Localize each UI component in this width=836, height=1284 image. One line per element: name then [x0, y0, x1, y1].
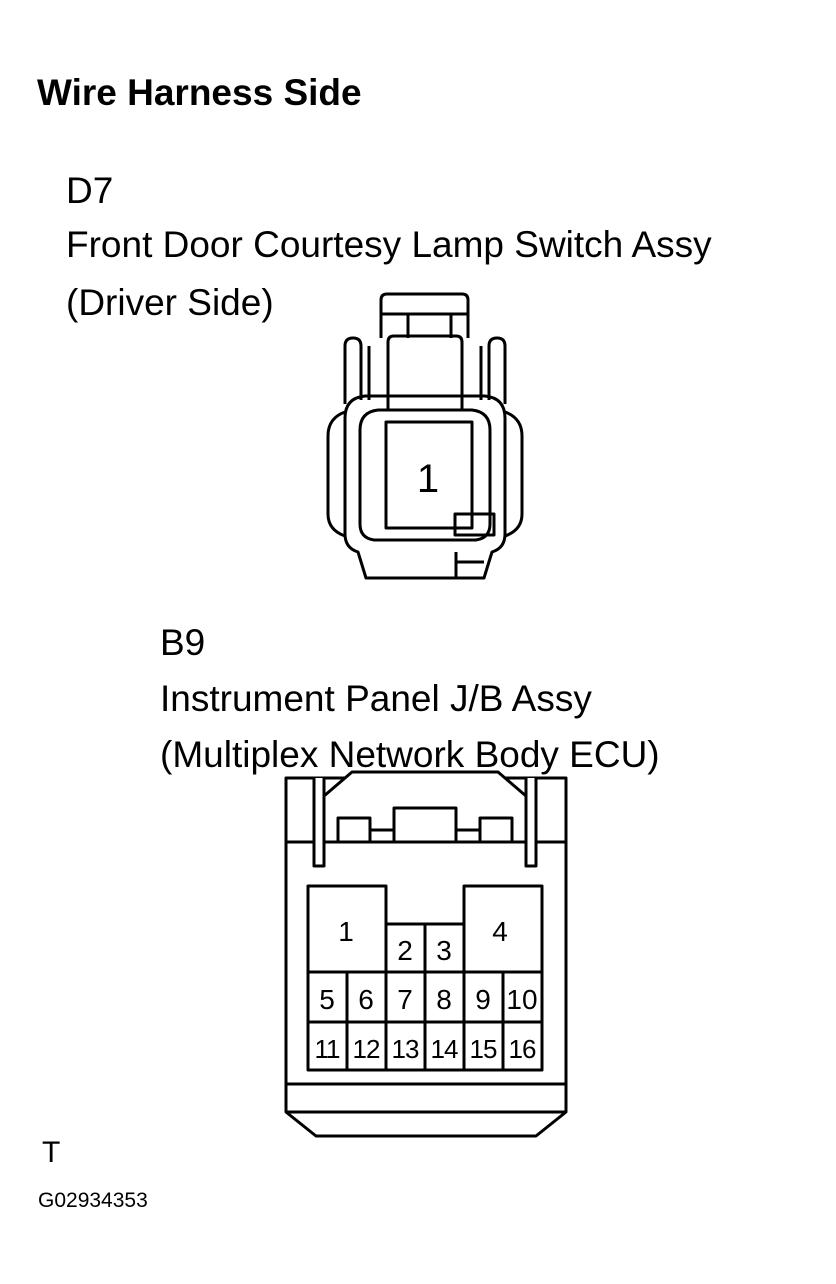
- b9-connector-drawing: 1 2 3 4 5 6 7 8 9 10 11 12 13 14 15 16: [284, 770, 568, 1138]
- d7-connector-name: Front Door Courtesy Lamp Switch Assy: [66, 224, 712, 265]
- footer-mark: T: [42, 1136, 61, 1169]
- b9-pin-9: 9: [475, 984, 491, 1015]
- b9-pin-2: 2: [397, 935, 413, 966]
- d7-connector-drawing: 1: [326, 292, 524, 580]
- d7-connector-code: D7: [66, 170, 114, 211]
- b9-pin-16: 16: [509, 1034, 536, 1064]
- b9-pin-14: 14: [431, 1034, 458, 1064]
- b9-pin-12: 12: [353, 1034, 380, 1064]
- b9-pin-1: 1: [338, 916, 354, 947]
- b9-pin-13: 13: [392, 1034, 419, 1064]
- b9-pin-6: 6: [358, 984, 374, 1015]
- b9-connector-name: Instrument Panel J/B Assy: [160, 678, 592, 719]
- b9-pin-8: 8: [436, 984, 452, 1015]
- d7-connector-side: (Driver Side): [66, 282, 274, 323]
- b9-pin-3: 3: [436, 935, 452, 966]
- b9-connector-subtitle: (Multiplex Network Body ECU): [160, 734, 660, 775]
- b9-connector-code: B9: [160, 622, 206, 663]
- b9-pin-4: 4: [492, 916, 508, 947]
- figure-id: G02934353: [38, 1189, 148, 1212]
- b9-pin-11: 11: [315, 1034, 341, 1064]
- b9-pin-7: 7: [397, 984, 413, 1015]
- diagram-title: Wire Harness Side: [37, 72, 362, 113]
- b9-pin-10: 10: [506, 984, 537, 1015]
- b9-pin-15: 15: [470, 1034, 497, 1064]
- b9-pin-5: 5: [319, 984, 335, 1015]
- d7-pin-1: 1: [417, 457, 439, 501]
